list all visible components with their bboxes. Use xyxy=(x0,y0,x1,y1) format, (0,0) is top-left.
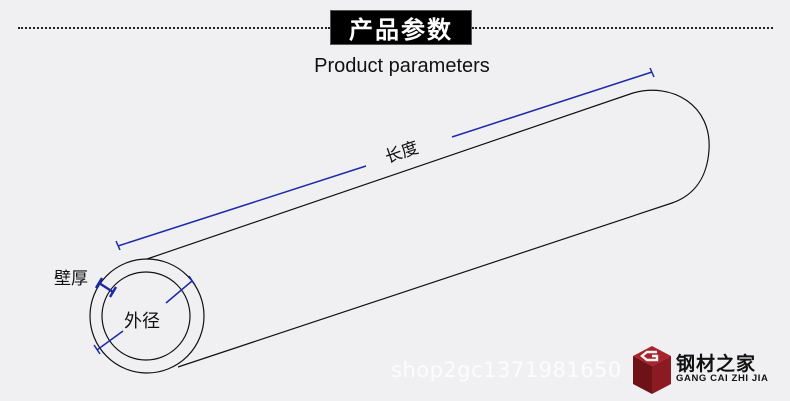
logo-name-en: GANG CAI ZHI JIA xyxy=(676,373,769,384)
section-title: 产品参数 xyxy=(330,10,472,45)
shop-watermark: shop2gc1371981650 xyxy=(391,358,622,382)
pipe-outline xyxy=(89,89,710,374)
cube-g-icon xyxy=(633,346,671,394)
length-dimension-line xyxy=(115,67,655,251)
brand-logo: 钢材之家 GANG CAI ZHI JIA xyxy=(631,344,781,396)
section-subtitle: Product parameters xyxy=(314,55,490,77)
diameter-dimension-line xyxy=(93,275,196,355)
wall-thickness-marker xyxy=(94,277,118,298)
logo-name-cn: 钢材之家 xyxy=(676,353,757,375)
outer-diameter-label: 外径 xyxy=(124,311,160,332)
wall-thickness-label: 壁厚 xyxy=(54,269,88,289)
header-divider-right xyxy=(472,27,773,29)
header-divider-left xyxy=(18,27,330,29)
